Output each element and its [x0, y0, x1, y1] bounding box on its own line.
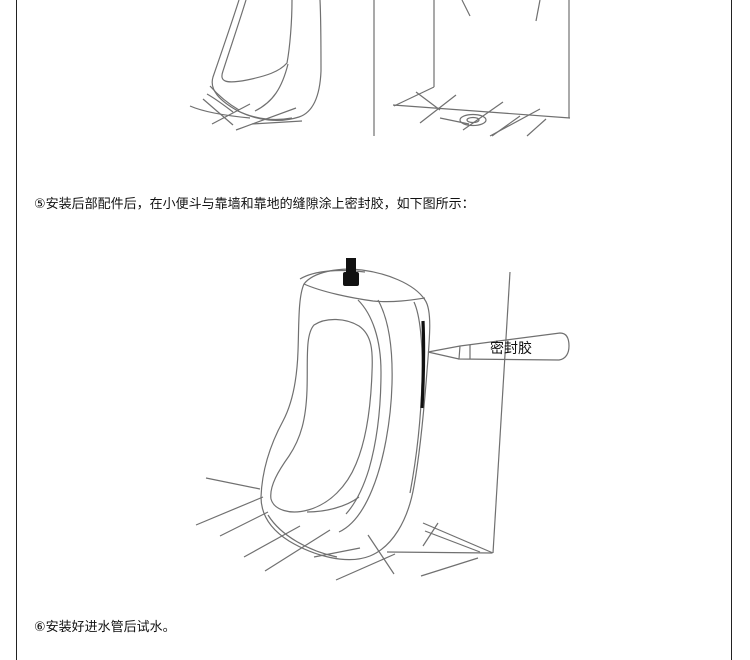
document-frame [16, 0, 732, 660]
inlet-fitting-icon [343, 258, 359, 286]
sealant-label: 密封胶 [490, 341, 532, 357]
top-urinal-illustration [190, 0, 570, 136]
urinal-with-sealant-illustration [196, 269, 569, 580]
step-five-instruction: ⑤安装后部配件后，在小便斗与靠墙和靠地的缝隙涂上密封胶，如下图所示： [34, 197, 475, 212]
step-six-instruction: ⑥安装好进水管后试水。 [34, 620, 176, 635]
